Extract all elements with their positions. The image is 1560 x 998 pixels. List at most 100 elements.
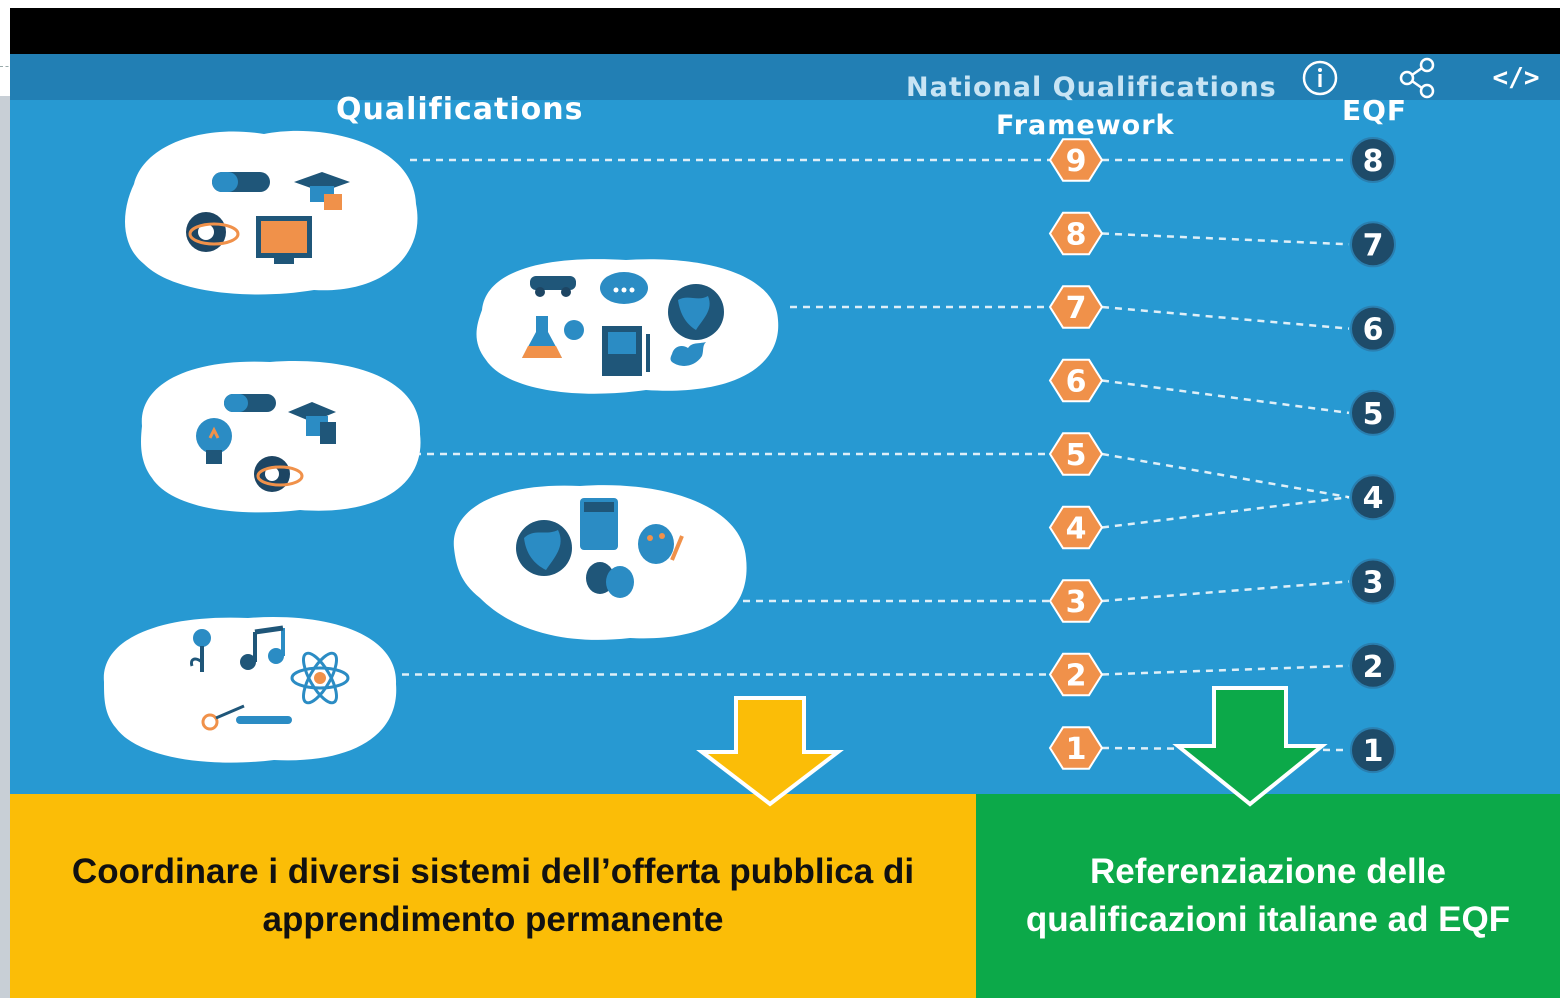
link-nqf-3-to-eqf-3 (1101, 580, 1350, 603)
eqf-circle-badge (1350, 474, 1396, 521)
eqf-circle-badge (1350, 558, 1396, 605)
nqf-level-1: 1 (1048, 726, 1104, 770)
nqf-header-line2: Framework (996, 110, 1175, 141)
nqf-level-4: 4 (1048, 505, 1104, 550)
eqf-level-3: 3 (1350, 558, 1396, 605)
globe-icon (668, 284, 724, 340)
eqf-level-label: 5 (1363, 397, 1384, 432)
cloud-5 (103, 617, 397, 763)
cloud-3 (141, 361, 421, 513)
eqf-level-2: 2 (1350, 642, 1396, 689)
eqf-level-7: 7 (1350, 221, 1396, 268)
eqf-circle-badge (1350, 305, 1396, 352)
nqf-level-label: 6 (1066, 365, 1087, 400)
hexagon-badge (1048, 652, 1104, 697)
graduation-cap-icon (294, 172, 350, 210)
car-icon (530, 276, 576, 297)
video-frame: </> 9 8 7 6 5 4 3 2 1 8 7 6 5 4 3 2 1 (10, 54, 1560, 794)
video-top-bar (10, 8, 1560, 54)
panel-left-text: Coordinare i diversi sistemi dell’offert… (71, 852, 915, 939)
nqf-level-label: 9 (1066, 144, 1087, 179)
theater-masks-icon (586, 562, 634, 598)
hexagon-badge (1048, 211, 1104, 256)
panel-right-text: Referenziazione delle qualificazioni ita… (1025, 852, 1511, 939)
left-gutter (0, 96, 10, 998)
hexagon-badge (1048, 432, 1104, 476)
nqf-level-9: 9 (1048, 138, 1104, 182)
music-note-icon (240, 625, 285, 670)
pill-icon (212, 172, 270, 192)
eqf-level-label: 1 (1363, 734, 1384, 769)
nqf-header-line1: National Qualifications (906, 72, 1277, 103)
embed-code-icon[interactable]: </> (1492, 63, 1540, 93)
flower-icon (190, 629, 211, 672)
cloud-1 (124, 130, 418, 295)
book-icon (602, 326, 650, 376)
share-icon[interactable] (1394, 54, 1442, 102)
eqf-level-1: 1 (1350, 727, 1396, 774)
eqf-circle-badge (1350, 221, 1396, 268)
cloud-2 (476, 259, 779, 394)
gear-atom-icon (186, 212, 240, 252)
panel-right: Referenziazione delle qualificazioni ita… (976, 794, 1560, 998)
eqf-circle-badge (1350, 642, 1396, 689)
scissors-wrench-icon (201, 704, 292, 731)
info-icon[interactable] (1296, 54, 1344, 102)
link-nqf-2-to-eqf-2 (1101, 664, 1350, 676)
hexagon-badge (1048, 726, 1104, 770)
nqf-level-8: 8 (1048, 211, 1104, 256)
panel-left: Coordinare i diversi sistemi dell’offert… (10, 794, 976, 998)
eqf-level-5: 5 (1350, 389, 1396, 436)
nqf-level-label: 8 (1066, 218, 1087, 253)
nqf-level-3: 3 (1048, 579, 1104, 623)
calculator-icon (580, 498, 618, 550)
palette-icon (638, 524, 684, 564)
qualifications-header: Qualifications (336, 92, 584, 127)
monitor-icon (256, 216, 312, 264)
nqf-level-2: 2 (1048, 652, 1104, 697)
eqf-header: EQF (1342, 94, 1408, 127)
link-nqf-6-to-eqf-5 (1101, 379, 1350, 415)
hexagon-badge (1048, 358, 1104, 403)
bird-icon (670, 342, 706, 366)
eqf-circle-badge (1350, 137, 1396, 183)
hexagon-badge (1048, 579, 1104, 623)
eqf-level-label: 6 (1363, 313, 1384, 348)
eqf-level-6: 6 (1350, 305, 1396, 352)
eqf-level-label: 2 (1363, 650, 1384, 685)
nqf-level-label: 5 (1066, 438, 1087, 473)
lightbulb-icon (196, 418, 232, 464)
graduation-cap-icon (288, 402, 336, 444)
atom-icon (290, 651, 350, 705)
globe-icon (516, 520, 572, 576)
nqf-level-7: 7 (1048, 285, 1104, 329)
pill-icon (224, 394, 276, 412)
nqf-level-6: 6 (1048, 358, 1104, 403)
nqf-level-5: 5 (1048, 432, 1104, 476)
nqf-level-label: 3 (1066, 585, 1087, 620)
link-nqf-7-to-eqf-6 (1101, 305, 1350, 330)
nqf-level-label: 4 (1066, 512, 1087, 547)
nqf-level-label: 1 (1066, 732, 1087, 767)
link-nqf-1-to-eqf-1 (1101, 746, 1350, 752)
flask-icon (522, 316, 584, 358)
link-nqf-4-to-eqf-4 (1101, 495, 1350, 529)
eqf-level-label: 7 (1363, 228, 1384, 263)
hexagon-badge (1048, 285, 1104, 329)
eqf-level-8: 8 (1350, 137, 1396, 183)
eqf-circle-badge (1350, 727, 1396, 774)
title-strip (10, 54, 1560, 100)
hexagon-badge (1048, 138, 1104, 182)
eqf-level-4: 4 (1350, 474, 1396, 521)
nqf-level-label: 7 (1066, 291, 1087, 326)
eqf-level-label: 3 (1363, 566, 1384, 601)
eqf-circle-badge (1350, 389, 1396, 436)
gear-atom-icon (254, 456, 304, 492)
page-edge-dash (0, 66, 14, 67)
cloud-4 (453, 485, 747, 640)
eqf-level-label: 8 (1363, 144, 1384, 179)
hexagon-badge (1048, 505, 1104, 550)
thought-cloud-icon (600, 272, 648, 304)
link-nqf-5-to-eqf-4 (1101, 452, 1350, 499)
eqf-level-label: 4 (1363, 481, 1384, 516)
